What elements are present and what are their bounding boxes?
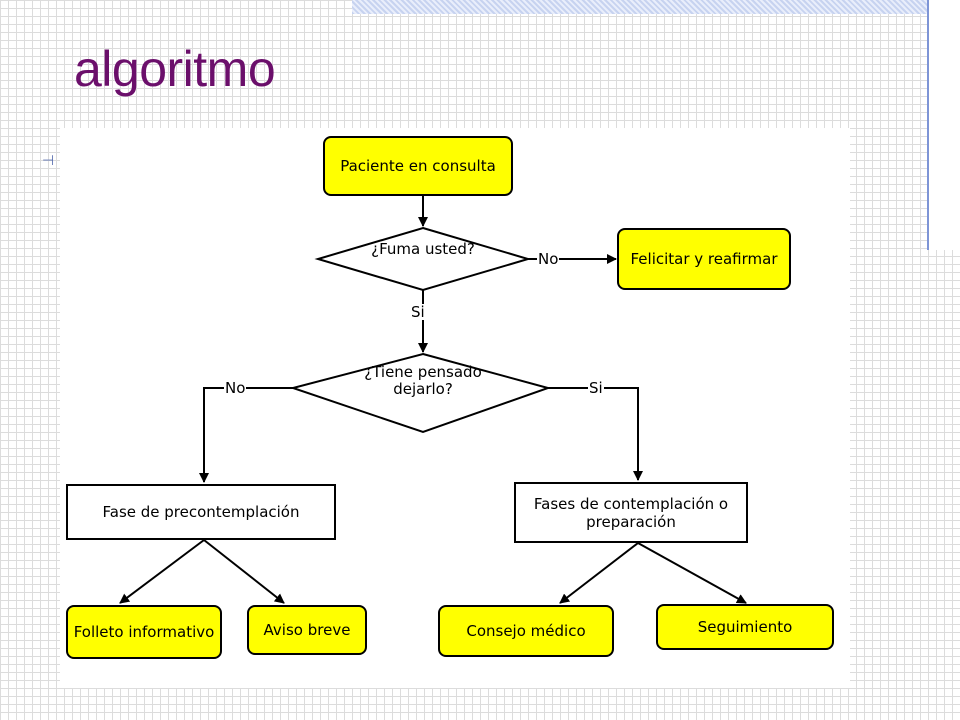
node-seguimiento: Seguimiento	[656, 604, 834, 650]
edge-label-fuma-no: No	[537, 250, 560, 268]
node-aviso-breve: Aviso breve	[247, 605, 367, 655]
top-decorative-bar	[352, 0, 960, 14]
node-fuma-usted: ¿Fuma usted?	[371, 240, 475, 258]
node-tiene-pensado-dejarlo: ¿Tiene pensado dejarlo?	[364, 363, 482, 398]
node-consejo-medico: Consejo médico	[438, 605, 614, 657]
edge-pre-folleto	[119, 539, 205, 604]
node-fases-contemplacion: Fases de contemplación o preparación	[514, 482, 748, 543]
flowchart-diagram: Paciente en consulta ¿Fuma usted? Felici…	[60, 128, 850, 688]
edge-label-tiene-no: No	[224, 379, 247, 397]
node-paciente-en-consulta: Paciente en consulta	[323, 136, 513, 196]
edge-tiene-contemplacion	[548, 387, 643, 481]
edge-label-fuma-si: Si	[410, 303, 426, 321]
edge-con-consejo	[559, 542, 639, 604]
slide-title: algoritmo	[74, 41, 276, 97]
edge-pre-aviso	[203, 539, 285, 604]
node-felicitar-y-reafirmar: Felicitar y reafirmar	[617, 228, 791, 290]
edge-con-seguimiento	[637, 542, 747, 604]
node-folleto-informativo: Folleto informativo	[66, 605, 222, 659]
edge-label-tiene-si: Si	[588, 379, 604, 397]
diamond-fuma	[314, 226, 532, 292]
right-decorative-bar	[927, 0, 960, 250]
flowchart-connectors	[119, 196, 747, 604]
node-fase-precontemplacion: Fase de precontemplación	[66, 484, 336, 540]
edge-tiene-precontemplacion	[199, 387, 293, 483]
diamond-tiene-pensado	[289, 352, 552, 434]
bullet-icon: ⊣	[42, 153, 55, 169]
